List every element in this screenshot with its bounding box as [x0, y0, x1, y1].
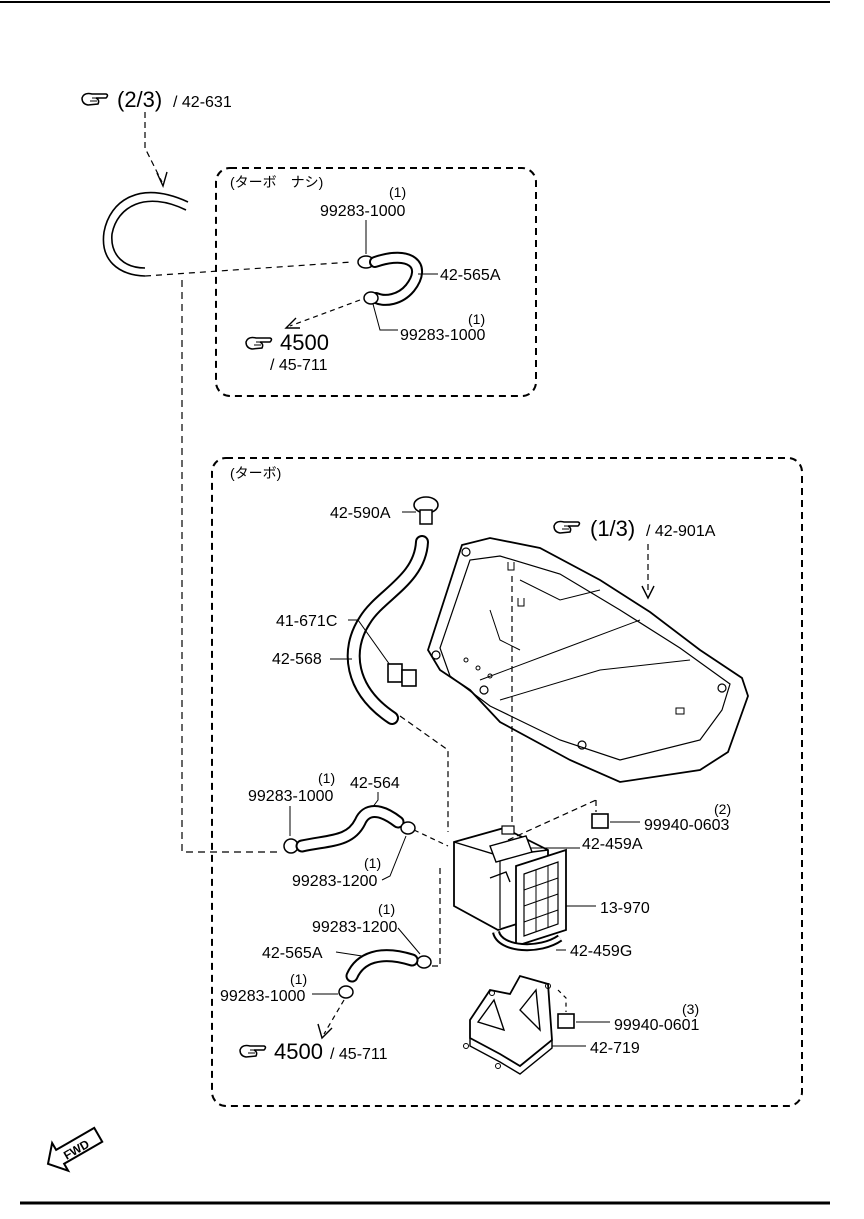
pointing-hand-icon — [81, 92, 109, 106]
ref-nonturbo-out-code: 4500 — [280, 330, 329, 355]
non-turbo-label: (ターボ ナシ) — [230, 174, 323, 190]
pointing-hand-icon — [245, 336, 273, 350]
nut-0601-qty: (3) — [682, 1001, 699, 1017]
clamp-671c-leader — [348, 619, 391, 666]
clamp-671c-shape-b — [401, 669, 417, 687]
hose-568-fill — [348, 537, 427, 723]
fwd-arrow-icon: FWD — [46, 1126, 104, 1173]
clamp-671c-shape — [387, 663, 403, 683]
ref-tank-page: (1/3) — [590, 516, 635, 541]
leader-top-arrow — [156, 171, 168, 189]
ref-tank[interactable]: (1/3) / 42-901A — [553, 516, 716, 541]
pointing-hand-icon — [553, 520, 581, 534]
non-turbo-box — [215, 167, 537, 397]
nonturbo-out-arrow — [284, 317, 300, 329]
turbo-label: (ターボ) — [230, 465, 281, 481]
clip-d-qty: (1) — [364, 855, 381, 871]
bracket-459a-number[interactable]: 42-459A — [582, 836, 643, 853]
hose-564-number[interactable]: 42-564 — [350, 775, 400, 792]
hose-564-connect — [413, 829, 449, 847]
pipe-loop-inner — [111, 200, 187, 269]
leader-top — [144, 112, 163, 183]
clip-b-number[interactable]: 99283-1000 — [400, 327, 486, 344]
ref-nonturbo-out[interactable]: 4500 / 45-711 — [245, 330, 329, 374]
cap-stem — [419, 509, 433, 525]
clip-f-number[interactable]: 99283-1000 — [220, 988, 306, 1005]
hose-565a-bottom-number[interactable]: 42-565A — [262, 945, 323, 962]
clip-b-qty: (1) — [468, 311, 485, 327]
ref-nonturbo-out-sub: / 45-711 — [270, 357, 328, 374]
band-459g-fill — [494, 931, 562, 950]
tank-leader-arrow — [641, 585, 655, 600]
hose-565a-top-number[interactable]: 42-565A — [440, 267, 501, 284]
hose-564-fill — [297, 807, 403, 851]
ref-top-group[interactable]: (2/3) / 42-631 — [81, 87, 232, 112]
pipe-loop — [102, 192, 189, 277]
nut-0603-qty: (2) — [714, 801, 731, 817]
clip-d-leader — [381, 835, 407, 881]
clip-a-number[interactable]: 99283-1000 — [320, 203, 406, 220]
nut-0601-shape — [557, 1013, 575, 1029]
clip-d-number[interactable]: 99283-1200 — [292, 873, 378, 890]
connect-nonturbo — [144, 261, 353, 277]
hose-568-number[interactable]: 42-568 — [272, 651, 322, 668]
clip-d-shape — [400, 821, 416, 835]
clip-e-qty: (1) — [378, 901, 395, 917]
clip-e-number[interactable]: 99283-1200 — [312, 919, 398, 936]
cap-number[interactable]: 42-590A — [330, 505, 391, 522]
clip-f-qty: (1) — [290, 971, 307, 987]
clip-b-shape — [363, 291, 379, 305]
ref-top-page: (2/3) — [117, 87, 162, 112]
fuel-tank — [427, 537, 749, 783]
hose-565a-bottom-fill — [347, 951, 417, 981]
nut-0601-number[interactable]: 99940-0601 — [614, 1017, 700, 1034]
pointing-hand-icon — [239, 1044, 267, 1058]
nut-0601-connect — [557, 989, 567, 1012]
connect-turbo — [181, 280, 282, 853]
turbo-out-leader — [323, 999, 345, 1035]
ref-turbo-out-code: 4500 — [274, 1039, 323, 1064]
ref-turbo-out[interactable]: 4500 / 45-711 — [239, 1039, 388, 1064]
canister-number[interactable]: 13-970 — [600, 900, 650, 917]
nut-0603-shape — [591, 813, 609, 829]
nonturbo-out-leader — [289, 299, 361, 327]
hose-568-connect — [399, 715, 449, 832]
turbo-box — [211, 457, 803, 1107]
turbo-out-arrow — [317, 1023, 333, 1040]
ref-top-code: / 42-631 — [173, 94, 232, 111]
clip-f-shape — [338, 985, 354, 999]
hose-565a-top-fill — [371, 253, 421, 304]
hose-565a-bottom-leader — [335, 951, 363, 957]
clip-c-number[interactable]: 99283-1000 — [248, 788, 334, 805]
clip-a-qty: (1) — [389, 184, 406, 200]
bracket-719-shape — [463, 974, 553, 1075]
clip-b-leader — [372, 303, 398, 331]
canister — [453, 825, 567, 948]
clamp-671c-number[interactable]: 41-671C — [276, 613, 337, 630]
nut-0603-number[interactable]: 99940-0603 — [644, 817, 730, 834]
ref-turbo-out-sub: / 45-711 — [330, 1046, 388, 1063]
nut-0603-connect — [507, 799, 597, 841]
clip-e-connect — [430, 868, 441, 967]
band-459g-number[interactable]: 42-459G — [570, 943, 632, 960]
clip-e-shape — [416, 955, 432, 969]
bracket-719-number[interactable]: 42-719 — [590, 1040, 640, 1057]
ref-tank-code: / 42-901A — [646, 523, 716, 540]
clip-e-leader — [397, 927, 421, 955]
clip-c-qty: (1) — [318, 770, 335, 786]
